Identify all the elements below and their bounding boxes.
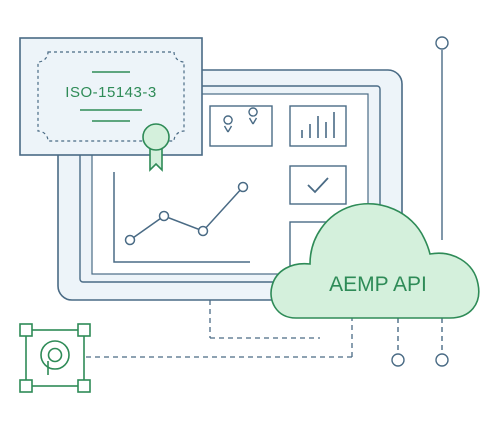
device-corner (19, 379, 33, 393)
device-corner (19, 323, 33, 337)
device-signal-inner (47, 347, 63, 363)
line-chart-icon (113, 172, 250, 263)
line-chart-point (158, 210, 170, 222)
aemp-api-cloud: AEMP API (270, 202, 480, 319)
map-widget (209, 105, 273, 147)
device-corner (77, 323, 91, 337)
bottom-right-terminal-1 (435, 353, 449, 367)
tracking-device-icon (19, 323, 91, 393)
certificate-dashed-border (37, 51, 185, 142)
certificate-card (19, 37, 203, 156)
cloud-shape (270, 202, 480, 319)
cloud-label: AEMP API (329, 273, 427, 296)
line-chart-point (237, 181, 249, 193)
bar-chart-icon (301, 112, 335, 138)
certificate-badge-icon (142, 123, 170, 172)
checkmark-widget (289, 165, 347, 205)
bottom-right-terminal-2 (391, 353, 405, 367)
right-connectors (391, 36, 449, 367)
checkmark-icon (307, 177, 329, 194)
device-connector (86, 318, 353, 358)
map-pin-icon (223, 107, 258, 133)
line-chart-point (197, 225, 209, 237)
top-right-terminal (435, 36, 449, 50)
line-chart-point (124, 234, 136, 246)
device-frame (25, 329, 85, 387)
device-corner (77, 379, 91, 393)
certificate-label: ISO-15143-3 (65, 84, 156, 101)
iso-certificate: ISO-15143-3 (19, 37, 203, 172)
device-signal-outer (40, 340, 70, 370)
bar-chart-widget (289, 105, 347, 147)
line-chart-axes (113, 172, 250, 263)
line-chart-series (129, 186, 244, 241)
